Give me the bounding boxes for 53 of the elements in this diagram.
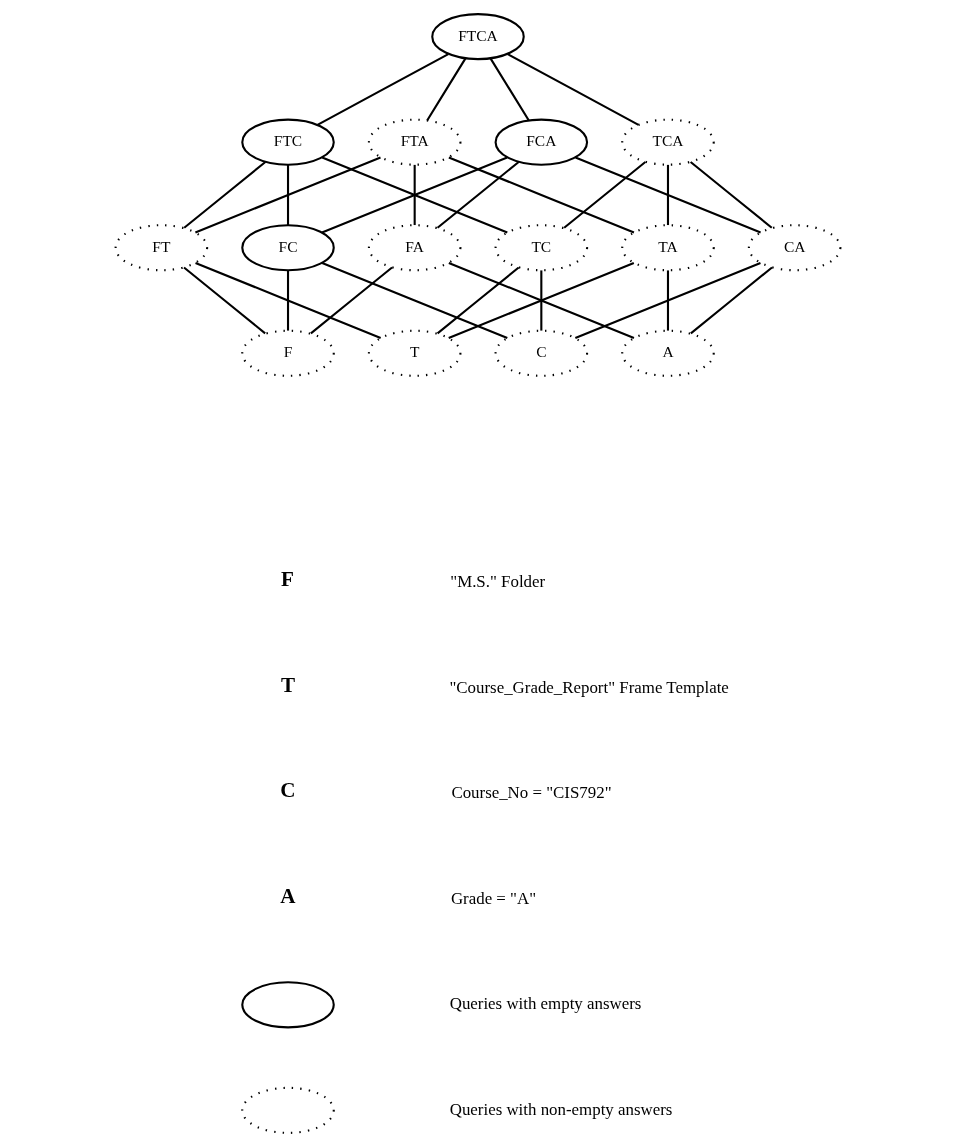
node-ellipse [241, 981, 335, 1029]
connector [183, 266, 266, 335]
node-ellipse: TCA [621, 118, 715, 166]
node-ellipse: FCA [494, 118, 589, 166]
legend-label: Queries with empty answers [449, 994, 642, 1014]
connector [690, 266, 773, 335]
label: Course_No = "CIS792" [451, 783, 612, 803]
label: F [280, 567, 294, 592]
connector [317, 53, 449, 126]
connector [448, 156, 635, 234]
connector [666, 164, 670, 226]
connector [321, 156, 508, 234]
label: T [280, 672, 296, 697]
connector [689, 161, 773, 229]
connector [195, 156, 381, 234]
node-ellipse: C [494, 329, 589, 377]
label: "Course_Grade_Report" Frame Template [449, 677, 729, 697]
connector [574, 262, 761, 340]
connector [195, 262, 382, 340]
label: C [280, 778, 296, 803]
connector [310, 266, 393, 335]
node-ellipse [241, 1086, 335, 1134]
node-ellipse: A [621, 329, 715, 377]
connector [448, 262, 635, 340]
node-ellipse: TA [621, 224, 715, 272]
connector [286, 164, 290, 226]
connector [321, 262, 508, 340]
connector [575, 156, 761, 234]
node-ellipse: FA [367, 224, 462, 272]
node-ellipse: FTA [367, 118, 462, 166]
connector [413, 164, 416, 226]
connector [286, 270, 290, 331]
connector [507, 53, 639, 126]
connector [666, 270, 670, 331]
node-ellipse: TC [494, 224, 589, 272]
label: Grade = "A" [450, 888, 537, 908]
connector [563, 161, 646, 229]
node-ellipse: FTC [241, 118, 335, 166]
node-ellipse: FTCA [431, 13, 525, 61]
node-ellipse: FT [114, 224, 209, 272]
connector [436, 161, 520, 229]
node-ellipse: F [241, 329, 335, 377]
legend-label: Queries with non-empty answers [449, 1099, 673, 1119]
label: "M.S." Folder [450, 572, 546, 592]
connector [436, 266, 520, 335]
connector [489, 57, 530, 122]
node-ellipse: FC [241, 224, 335, 272]
node-ellipse: CA [747, 224, 842, 272]
label: A [280, 883, 296, 908]
connector [540, 270, 543, 331]
node-ellipse: T [367, 329, 462, 377]
connector [426, 57, 467, 122]
connector [183, 161, 267, 229]
